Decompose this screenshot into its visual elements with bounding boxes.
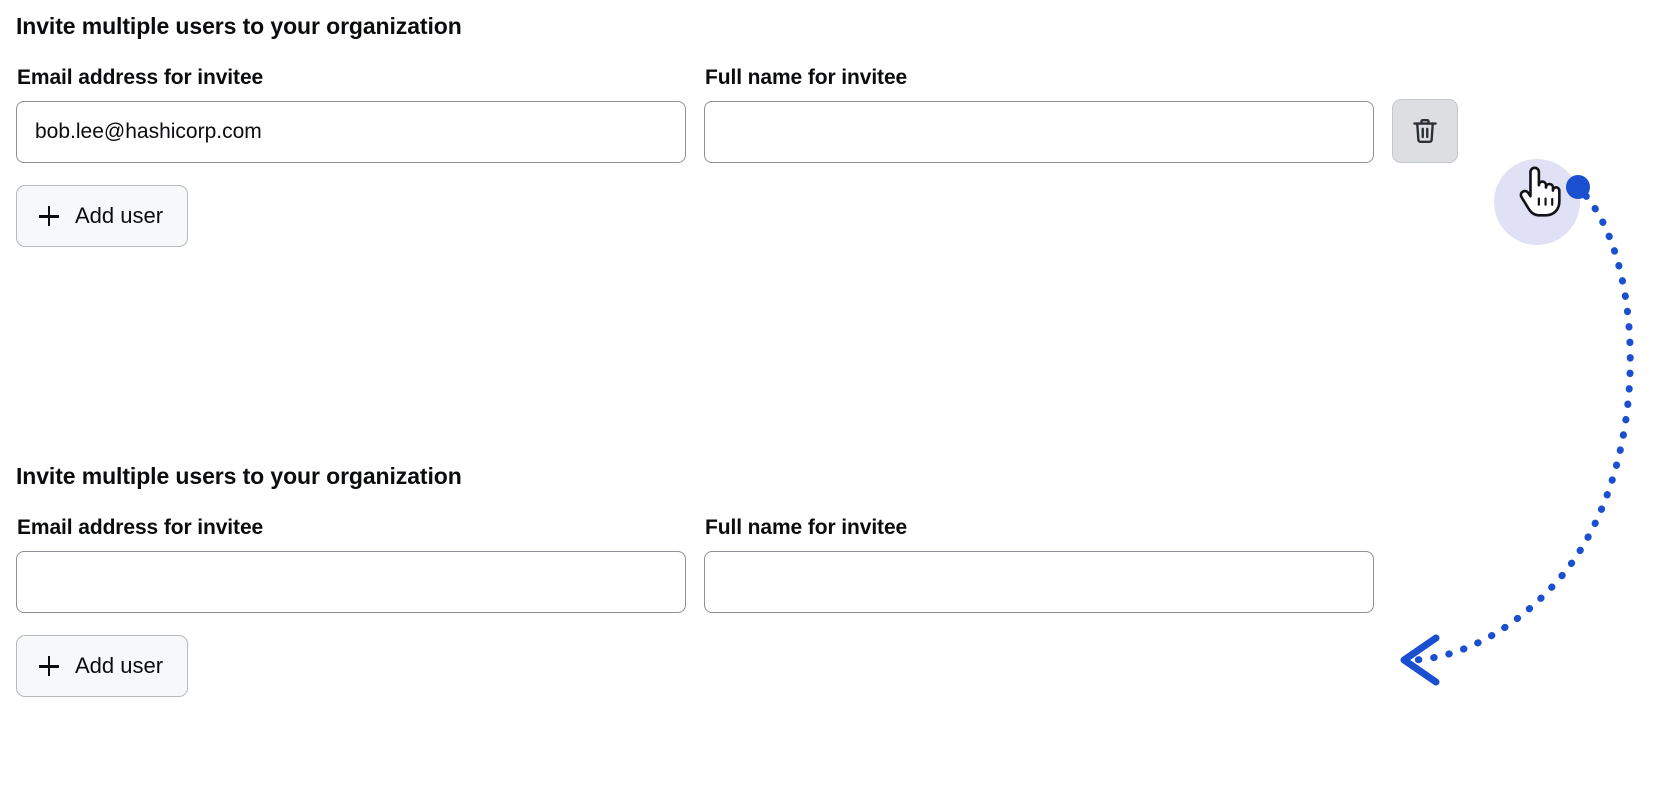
fullname-input-secondary[interactable] <box>704 551 1374 614</box>
invite-section-bottom: Invite multiple users to your organizati… <box>16 463 1576 698</box>
add-user-button-bottom[interactable]: Add user <box>16 635 189 698</box>
fields-row-secondary: Email address for invitee Full name for … <box>16 516 1576 614</box>
email-field-group-secondary: Email address for invitee <box>16 516 686 614</box>
fields-row: Email address for invitee Full name for … <box>16 66 1576 164</box>
fullname-field-label-secondary: Full name for invitee <box>705 516 908 540</box>
add-user-button-top[interactable]: Add user <box>16 185 189 248</box>
page-title-secondary: Invite multiple users to your organizati… <box>16 463 462 489</box>
plus-icon <box>39 206 59 227</box>
trash-icon <box>1410 116 1440 146</box>
fullname-field-group: Full name for invitee <box>704 66 1374 164</box>
email-field-label-secondary: Email address for invitee <box>17 516 264 540</box>
email-input-secondary[interactable] <box>16 551 686 614</box>
fullname-field-group-secondary: Full name for invitee <box>704 516 1374 614</box>
email-input[interactable] <box>16 101 686 164</box>
delete-invitee-button[interactable] <box>1392 99 1458 164</box>
page-title: Invite multiple users to your organizati… <box>16 13 462 39</box>
email-field-group: Email address for invitee <box>16 66 686 164</box>
fullname-field-label: Full name for invitee <box>705 66 908 90</box>
fullname-input[interactable] <box>704 101 1374 164</box>
add-user-button-label: Add user <box>75 203 164 229</box>
invite-section-top: Invite multiple users to your organizati… <box>16 13 1576 248</box>
add-user-button-label-secondary: Add user <box>75 653 164 679</box>
email-field-label: Email address for invitee <box>17 66 264 90</box>
plus-icon-secondary <box>39 656 59 677</box>
